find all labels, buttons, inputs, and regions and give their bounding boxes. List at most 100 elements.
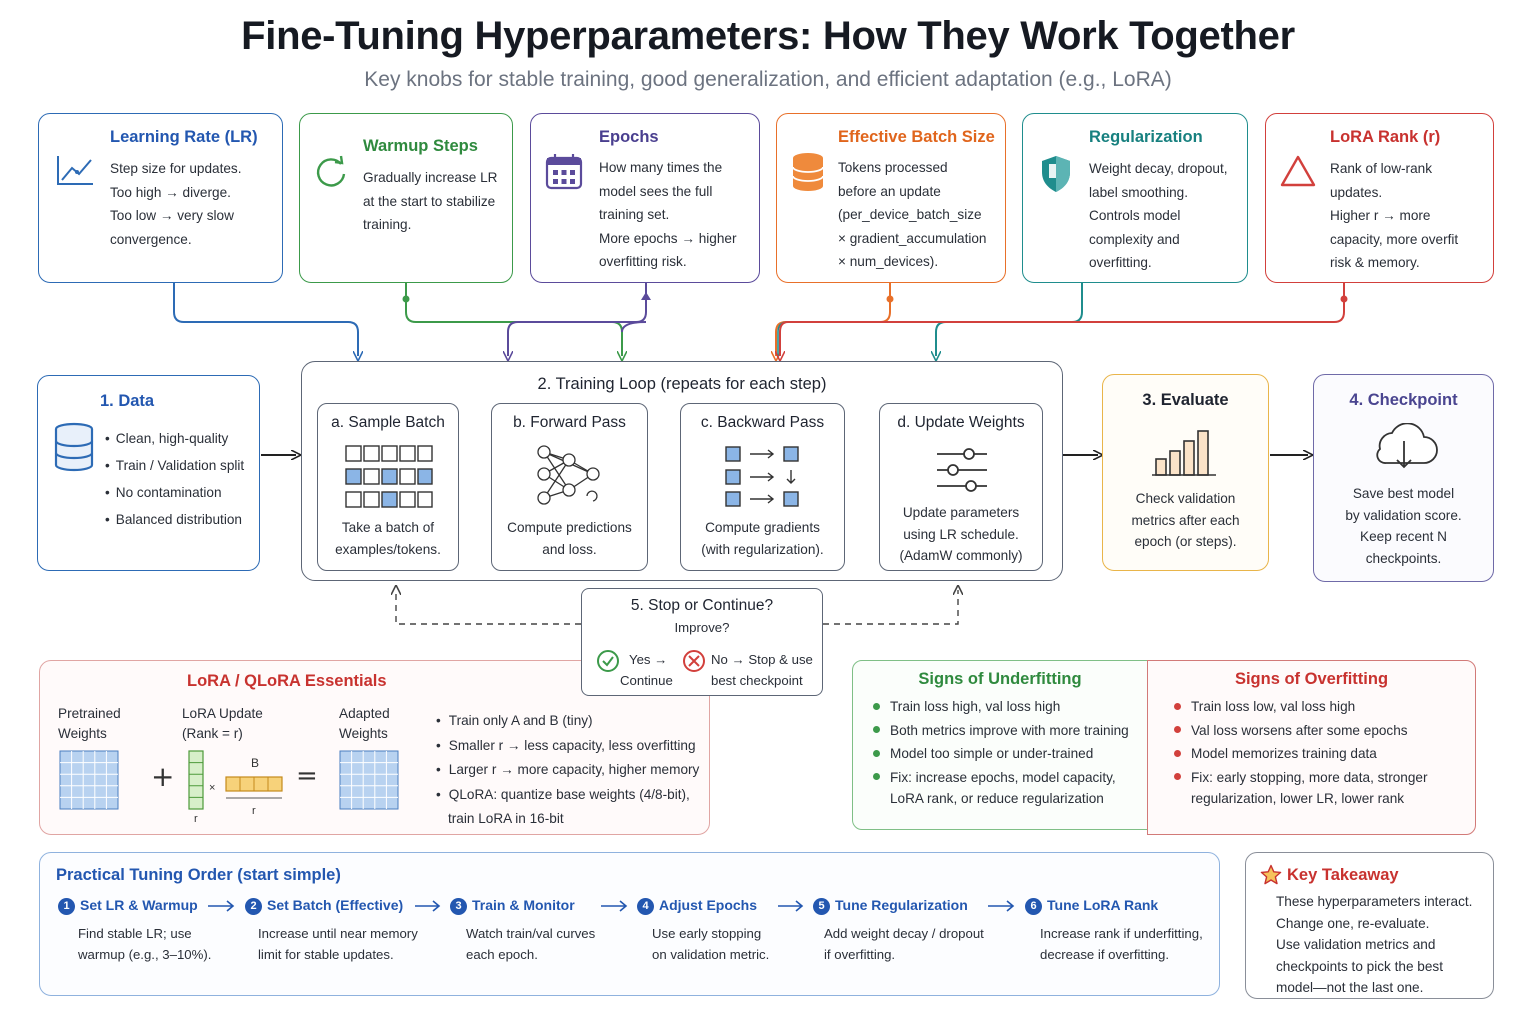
- lora-update-label: LoRA Update(Rank = r): [182, 706, 263, 741]
- underfitting-bullets: Train loss high, val loss high Both metr…: [873, 696, 1129, 810]
- plus-sign: +: [151, 760, 174, 793]
- stop-title: 5. Stop or Continue?: [630, 597, 774, 614]
- equals-sign: =: [296, 761, 318, 791]
- order-arrow-1: [208, 900, 235, 912]
- overfitting-title: Signs of Overfitting: [1234, 670, 1389, 688]
- shield-icon: [1042, 156, 1070, 192]
- lora-title: LoRA / QLoRA Essentials: [187, 672, 387, 690]
- star-icon: [1260, 864, 1282, 885]
- refresh-icon: [316, 155, 346, 187]
- data-panel: 1. Data •Clean, high-quality •Train / Va…: [37, 375, 260, 571]
- order-arrow-5: [988, 900, 1015, 912]
- key-takeaway-panel: Key Takeaway These hyperparameters inter…: [1245, 852, 1494, 999]
- lora-b-label: B: [251, 756, 260, 770]
- checkpoint-title: 4. Checkpoint: [1349, 391, 1458, 409]
- underfitting-panel: Signs of Underfitting Train loss high, v…: [852, 660, 1148, 830]
- card-regularization: Regularization Weight decay, dropout,lab…: [1022, 113, 1248, 283]
- gradient-flow-icon: [725, 446, 799, 507]
- lr-connector: [173, 283, 358, 356]
- continue-feedback-arrow: [396, 590, 581, 625]
- step-title: d. Update Weights: [897, 414, 1025, 431]
- adapted-matrix: [339, 750, 399, 810]
- lora-a-matrix: [188, 750, 204, 810]
- svg-text:×: ×: [209, 782, 215, 794]
- lora-b-rank-label: r: [252, 805, 256, 817]
- tuning-order-title: Practical Tuning Order (start simple): [56, 866, 341, 884]
- order-arrows: [208, 900, 1015, 912]
- line-chart-icon: [57, 156, 93, 185]
- lora-bullets: •Train only A and B (tiny) •Smaller r → …: [436, 713, 700, 826]
- overfitting-bullets: Train loss low, val loss high Val loss w…: [1174, 696, 1428, 810]
- training-loop-title: 2. Training Loop (repeats for each step): [537, 375, 827, 393]
- takeaway-title: Key Takeaway: [1287, 866, 1399, 884]
- stop-feedback-arrow: [823, 590, 958, 625]
- step-desc: Compute gradients(with regularization).: [701, 520, 824, 557]
- card-title: Regularization: [1089, 128, 1203, 146]
- card-title: Warmup Steps: [363, 137, 478, 155]
- rank-connector: [780, 283, 1345, 356]
- order-arrow-3: [601, 900, 628, 912]
- step-title: b. Forward Pass: [513, 414, 626, 431]
- pretrained-matrix: [59, 750, 119, 810]
- step-backward-pass: c. Backward Pass Compute gradients(with …: [680, 403, 845, 571]
- warmup-connector: [405, 283, 622, 356]
- yes-continue-text: Yes →Continue: [620, 652, 673, 688]
- neural-network-icon: [537, 445, 600, 505]
- page-title: Fine-Tuning Hyperparameters: How They Wo…: [241, 14, 1295, 58]
- check-circle-icon: [597, 650, 619, 672]
- card-title: Learning Rate (LR): [110, 128, 258, 146]
- card-title: Epochs: [599, 128, 659, 146]
- order-arrow-2: [415, 900, 441, 912]
- batch-grid-icon: [345, 445, 433, 508]
- calendar-icon: [545, 154, 583, 190]
- card-title: LoRA Rank (r): [1330, 128, 1441, 146]
- warning-triangle-icon: [1280, 155, 1316, 187]
- order-step-6-desc: Increase rank if underfitting,decrease i…: [1040, 926, 1203, 962]
- step-title: a. Sample Batch: [331, 414, 445, 431]
- epochs-connector: [508, 283, 647, 356]
- card-title: Effective Batch Size: [838, 128, 995, 146]
- lora-a-rank-label: r: [194, 813, 198, 825]
- database-stack-icon: [792, 153, 824, 191]
- sliders-icon: [937, 448, 987, 492]
- database-icon: [54, 422, 94, 472]
- data-bullets: •Clean, high-quality •Train / Validation…: [105, 431, 245, 527]
- lora-b-matrix: [225, 776, 283, 799]
- data-title: 1. Data: [100, 392, 155, 410]
- regularization-connector: [936, 283, 1083, 356]
- page-subtitle: Key knobs for stable training, good gene…: [364, 68, 1172, 91]
- lora-equation-diagram: + × =: [59, 750, 399, 810]
- cloud-download-icon: [1376, 423, 1438, 469]
- x-circle-icon: [683, 650, 705, 672]
- step-title: c. Backward Pass: [700, 414, 825, 431]
- bar-chart-icon: [1152, 430, 1216, 476]
